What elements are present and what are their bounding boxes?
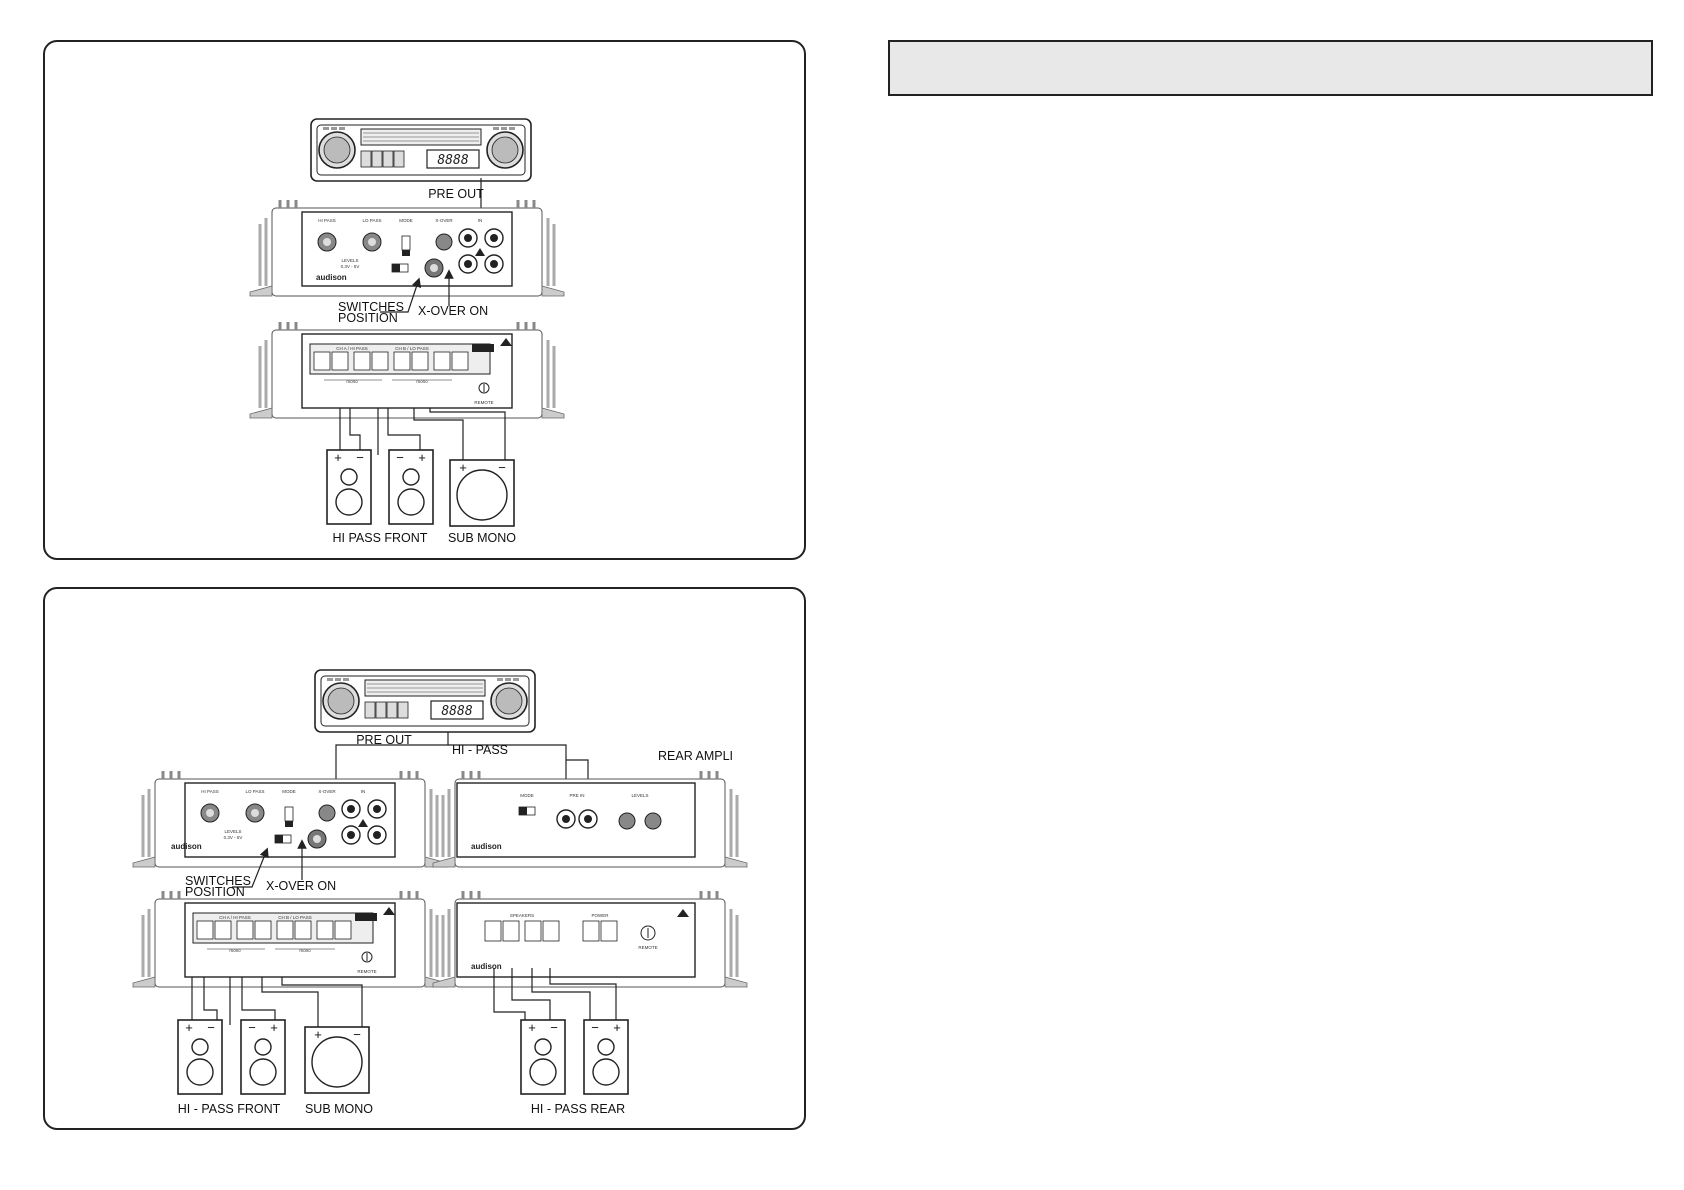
svg-text:−: − [356,450,364,465]
svg-text:LEVELS: LEVELS [631,793,648,798]
svg-text:+: + [459,460,467,475]
head-unit-icon: 8888 [314,669,536,733]
svg-text:−: − [353,1027,361,1042]
svg-text:−: − [248,1020,256,1035]
group-label-hi-pass-rear: HI - PASS REAR [531,1102,625,1116]
subwoofer-icon: + − [449,459,515,527]
svg-text:+: + [185,1020,193,1035]
speaker-icon: + − [177,1019,223,1095]
switches-label-2: POSITION [185,885,245,899]
svg-text:POWER: POWER [591,913,609,918]
speaker-wires-rear [493,968,617,1025]
svg-text:PRE IN: PRE IN [569,793,584,798]
group-label-hi-pass-front: HI - PASS FRONT [178,1102,281,1116]
svg-text:−: − [396,450,404,465]
amp-brand: audison [316,273,347,282]
switches-pointer [380,277,422,313]
group-label-sub-mono: SUB MONO [448,531,516,545]
pre-out-label: PRE OUT [356,733,412,747]
speaker-icon: + − [326,449,372,525]
svg-text:+: + [528,1020,536,1035]
speaker-wires [339,408,506,462]
speaker-icon: − + [583,1019,629,1095]
group-label-sub-mono: SUB MONO [305,1102,373,1116]
section-title-box [888,40,1653,96]
svg-text:−: − [207,1020,215,1035]
rear-amp-brand-2: audison [471,962,502,971]
switches-label-1: SWITCHES [185,874,251,888]
radio-display: 8888 [441,704,472,719]
svg-text:−: − [591,1020,599,1035]
xover-label: X-OVER ON [418,304,488,318]
diagram-2: 8888 PRE OUT HI - PASS REAR AMPLI audiso… [133,669,749,1116]
diagram-1: 8888 PRE OUT audison SWITCHES POSITION X… [250,118,564,545]
rear-amp-remote: REMOTE [638,945,657,950]
amplifier-icon: audison [250,200,564,296]
svg-text:+: + [613,1020,621,1035]
head-unit-icon: 8888 [310,118,532,182]
amp-remote: REMOTE [357,969,376,974]
speaker-icon: − + [240,1019,286,1095]
pre-out-label: PRE OUT [428,187,484,201]
rear-amp-brand: audison [471,842,502,851]
speaker-icon: − + [388,449,434,525]
switches-label-1: SWITCHES [338,300,404,314]
subwoofer-icon: + − [304,1026,370,1094]
svg-text:SPEAKERS: SPEAKERS [510,913,534,918]
svg-text:+: + [418,450,426,465]
switches-pointer [232,847,269,888]
amplifier-icon: SPEAKERS POWER REMOTE audison [431,889,749,989]
svg-text:+: + [270,1020,278,1035]
speaker-icon: + − [520,1019,566,1095]
amplifier-icon: REMOTE [250,322,564,418]
svg-text:+: + [314,1027,322,1042]
amplifier-icon: MODE PRE IN LEVELS audison [431,769,749,869]
hi-pass-label: HI - PASS [452,743,508,757]
amp-remote: REMOTE [474,400,493,405]
group-label-hi-pass-front: HI PASS FRONT [333,531,428,545]
pre-out-cable [335,732,449,790]
speaker-wires-front [191,977,363,1030]
rear-amp-label: REAR AMPLI [658,749,733,763]
switches-label-2: POSITION [338,311,398,325]
svg-text:+: + [334,450,342,465]
svg-text:−: − [550,1020,558,1035]
svg-text:MODE: MODE [520,793,534,798]
amp-brand: audison [171,842,202,851]
radio-display: 8888 [437,153,468,168]
xover-label: X-OVER ON [266,879,336,893]
svg-text:−: − [498,460,506,475]
amplifier-icon: audison [133,771,447,867]
amplifier-icon: REMOTE [133,891,447,987]
